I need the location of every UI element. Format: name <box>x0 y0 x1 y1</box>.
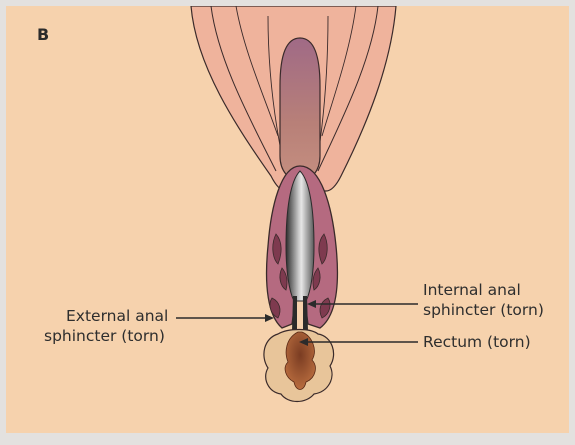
label-internal-sphincter-line1: Internal anal <box>423 281 521 299</box>
label-rectum: Rectum (torn) <box>423 333 531 351</box>
label-external-sphincter-line2: sphincter (torn) <box>44 327 165 345</box>
vagina <box>279 37 321 182</box>
diagram-frame: B External anal sphincter (torn) Interna… <box>6 6 569 433</box>
anal-canal <box>285 170 315 302</box>
panel-letter: B <box>37 25 50 44</box>
perineal-tear-illustration <box>176 6 418 403</box>
rectum-wound <box>284 331 316 390</box>
muscle-bundles <box>269 233 331 319</box>
label-external-sphincter-line1: External anal <box>66 307 169 325</box>
internal-sphincter <box>292 296 308 331</box>
label-internal-sphincter-line2: sphincter (torn) <box>423 301 544 319</box>
leader-lines <box>176 300 418 346</box>
